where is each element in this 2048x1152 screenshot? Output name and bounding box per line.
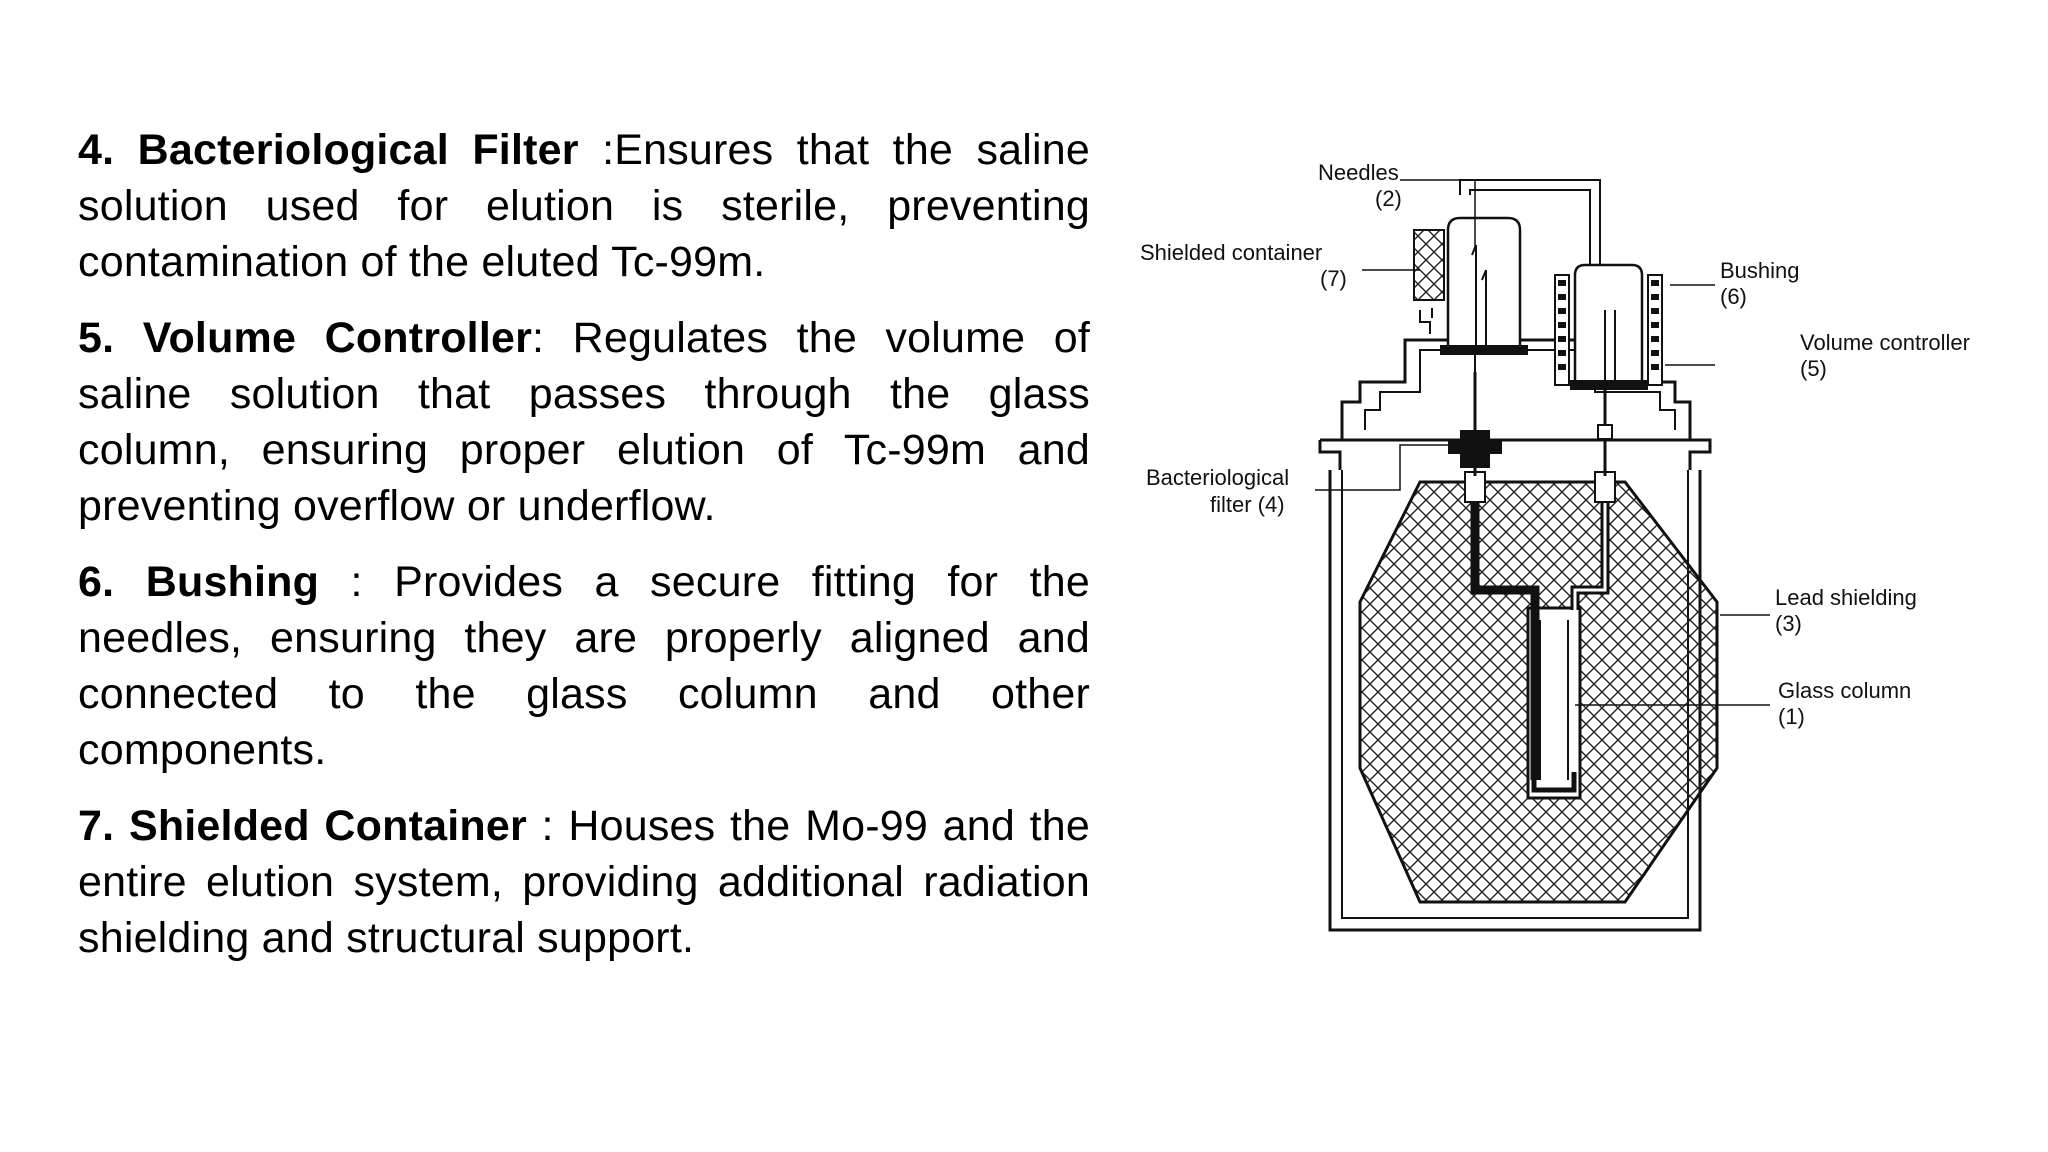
paragraph-separator: : bbox=[319, 558, 395, 606]
label-bushing: Bushing bbox=[1720, 258, 1800, 283]
saline-vial bbox=[1446, 216, 1522, 345]
paragraph-heading: 5. Volume Controller bbox=[78, 314, 533, 362]
label-bushing-number: (6) bbox=[1720, 284, 1747, 309]
collection-vial bbox=[1573, 263, 1644, 380]
paragraph-separator: : bbox=[526, 802, 569, 850]
right-needle-fitting bbox=[1594, 471, 1616, 503]
bushing bbox=[1554, 274, 1570, 386]
leader-lines bbox=[1315, 179, 1770, 706]
paragraph-shielded-container: 7. Shielded Container : Houses the Mo-99… bbox=[78, 798, 1090, 966]
needle-tubing bbox=[1459, 179, 1601, 372]
label-volume-controller: Volume controller bbox=[1800, 330, 1970, 355]
paragraph-body: Provides a secure fitting for the needle… bbox=[78, 558, 1090, 774]
inlet-tube bbox=[1470, 500, 1540, 780]
container-flange bbox=[1318, 438, 1712, 470]
label-bacteriological-filter-number: filter (4) bbox=[1210, 492, 1285, 517]
label-lead-shielding-number: (3) bbox=[1775, 611, 1802, 636]
generator-diagram-svg: Needles (2) Shielded container (7) Bushi… bbox=[1140, 160, 1970, 932]
left-needle-fitting bbox=[1464, 471, 1486, 503]
label-glass-column: Glass column bbox=[1778, 678, 1911, 703]
paragraph-body: Ensures that the saline solution used fo… bbox=[78, 126, 1090, 286]
label-glass-column-number: (1) bbox=[1778, 704, 1805, 729]
label-needles: Needles bbox=[1318, 160, 1399, 185]
paragraph-body: Houses the Mo-99 and the entire elution … bbox=[78, 802, 1090, 962]
bushing-ribs bbox=[1558, 280, 1659, 370]
label-shielded-container-number: (7) bbox=[1320, 266, 1347, 291]
generator-diagram: Needles (2) Shielded container (7) Bushi… bbox=[1130, 140, 2030, 940]
paragraph-heading: 4. Bacteriological Filter bbox=[78, 126, 579, 174]
paragraph-heading: 6. Bushing bbox=[78, 558, 320, 606]
paragraph-heading: 7. Shielded Container bbox=[78, 802, 527, 850]
paragraph-separator: : bbox=[532, 314, 573, 362]
paragraph-separator: : bbox=[578, 126, 615, 174]
label-bacteriological-filter: Bacteriological bbox=[1146, 465, 1289, 490]
label-lead-shielding: Lead shielding bbox=[1775, 585, 1917, 610]
paragraph-body: Regulates the volume of saline solution … bbox=[78, 314, 1090, 530]
paragraph-volume-controller: 5. Volume Controller: Regulates the volu… bbox=[78, 310, 1090, 534]
shielded-container-part bbox=[1413, 229, 1445, 301]
description-column: 4. Bacteriological Filter :Ensures that … bbox=[78, 122, 1090, 986]
paragraph-bacteriological-filter: 4. Bacteriological Filter :Ensures that … bbox=[78, 122, 1090, 290]
paragraph-bushing: 6. Bushing : Provides a secure fitting f… bbox=[78, 554, 1090, 778]
label-needles-number: (2) bbox=[1375, 186, 1402, 211]
label-shielded-container: Shielded container bbox=[1140, 240, 1322, 265]
label-volume-controller-number: (5) bbox=[1800, 356, 1827, 381]
